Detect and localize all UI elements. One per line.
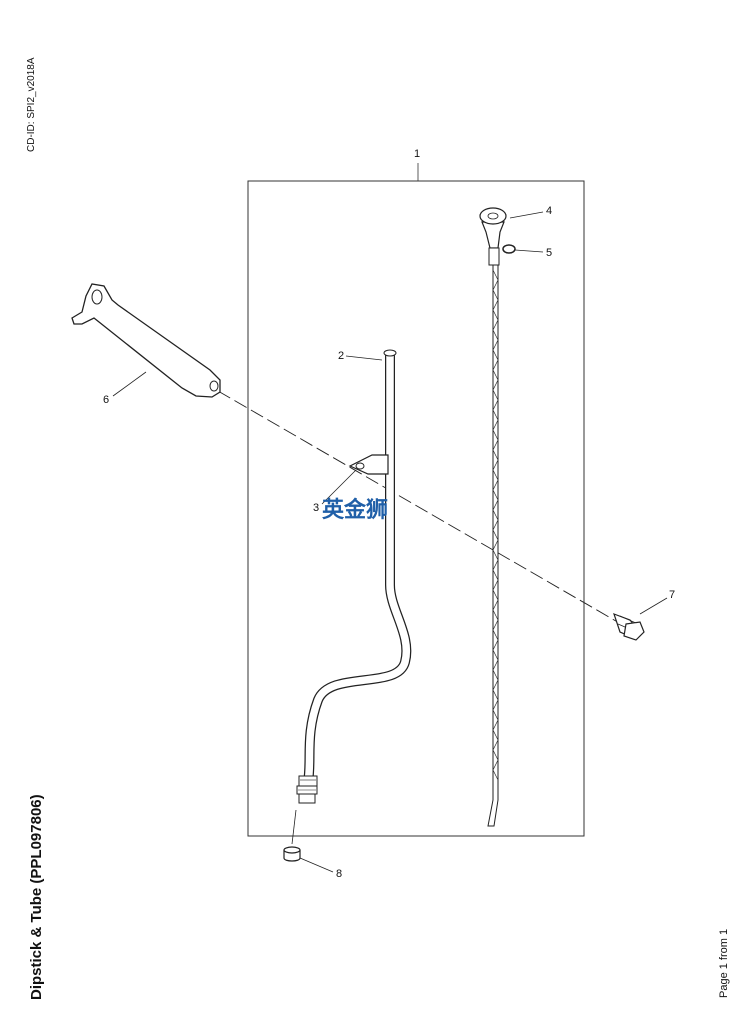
leader-5 xyxy=(514,249,544,253)
callout-8: 8 xyxy=(336,868,342,880)
callout-4: 4 xyxy=(546,205,552,217)
callout-7: 7 xyxy=(669,589,675,601)
leader-4 xyxy=(509,211,544,219)
assembly-frame xyxy=(247,180,585,837)
leader-8b xyxy=(291,809,297,845)
tube-bracket xyxy=(348,454,389,475)
dipstick-tube xyxy=(296,349,412,804)
callout-2: 2 xyxy=(338,350,344,362)
leader-2 xyxy=(345,355,383,361)
leader-8 xyxy=(299,857,334,873)
leader-6 xyxy=(112,371,147,397)
support-bracket xyxy=(71,283,221,398)
bolt xyxy=(613,612,645,641)
leader-3 xyxy=(321,469,357,505)
grommet xyxy=(283,846,301,862)
watermark-logo: 英金狮 xyxy=(322,497,388,523)
callout-1: 1 xyxy=(414,148,420,160)
dipstick xyxy=(479,207,507,827)
callout-5: 5 xyxy=(546,247,552,259)
callout-6: 6 xyxy=(103,394,109,406)
leader-7 xyxy=(639,597,668,615)
callout-3: 3 xyxy=(313,502,319,514)
bolt-axis-line xyxy=(217,390,629,629)
o-ring xyxy=(502,244,516,254)
